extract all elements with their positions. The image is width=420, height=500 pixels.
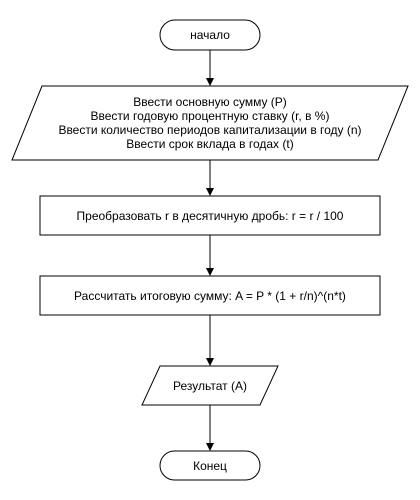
convert-node: Преобразовать r в десятичную дробь: r = … [39, 195, 381, 236]
input-parallelogram-shape [11, 85, 409, 161]
input-line-term: Ввести срок вклада в годах (t) [126, 137, 293, 151]
compute-node: Рассчитать итоговую сумму: A = P * (1 + … [39, 275, 381, 316]
compute-node-label: Рассчитать итоговую сумму: A = P * (1 + … [74, 289, 346, 303]
end-node-label: Конец [193, 459, 227, 473]
start-node-label: начало [190, 28, 230, 42]
input-node: Ввести основную сумму (P) Ввести годовую… [11, 85, 409, 161]
end-terminator-shape [159, 450, 261, 481]
convert-node-label: Преобразовать r в десятичную дробь: r = … [77, 209, 344, 223]
convert-process-shape [39, 195, 381, 236]
input-line-rate: Ввести годовую процентную ставку (r, в %… [91, 109, 330, 123]
output-parallelogram-shape [141, 365, 279, 406]
start-node: начало [159, 19, 261, 51]
start-terminator-shape [159, 19, 261, 51]
compute-process-shape [39, 275, 381, 316]
end-node: Конец [159, 450, 261, 481]
output-node: Результат (A) [141, 365, 279, 406]
input-line-principal: Ввести основную сумму (P) [133, 95, 287, 109]
output-node-label: Результат (A) [173, 379, 247, 393]
input-line-periods: Ввести количество периодов капитализации… [58, 123, 361, 137]
